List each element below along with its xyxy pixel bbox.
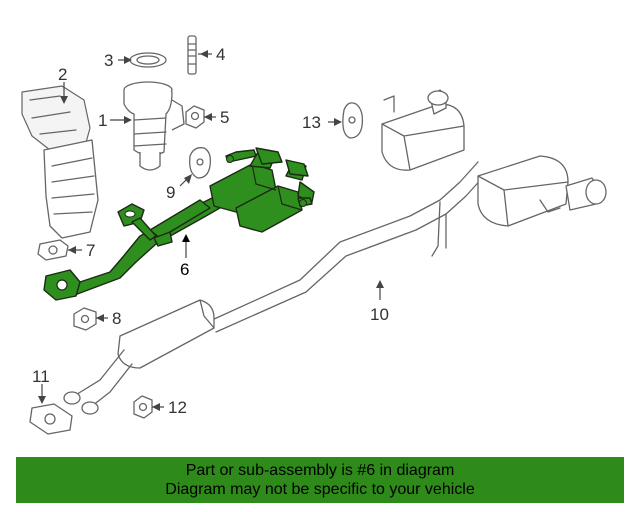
part-3-gasket (129, 52, 167, 68)
part-11-gasket (29, 403, 73, 435)
callout-10: 10 (370, 305, 389, 324)
part-6-front-pipe-highlighted (43, 147, 315, 301)
part-7-gasket (37, 239, 69, 261)
part-1-catalytic-converter (123, 81, 185, 171)
part-13-hanger (342, 102, 364, 139)
callout-11: 11 (32, 367, 50, 386)
part-5-nut (185, 105, 205, 129)
part-4-stud (187, 35, 197, 75)
callout-3: 3 (104, 51, 113, 70)
callout-2: 2 (58, 65, 67, 84)
part-2-manifold-converter (21, 85, 99, 239)
part-12-nut (133, 395, 153, 419)
callout-6: 6 (180, 260, 189, 279)
banner-part-line: Part or sub-assembly is #6 in diagram (185, 462, 455, 479)
callout-13: 13 (302, 113, 321, 132)
banner-disclaimer-line: Diagram may not be specific to your vehi… (165, 481, 475, 498)
part-8-nut (73, 307, 97, 331)
callout-8: 8 (112, 309, 121, 328)
exhaust-system-diagram: 2 1 3 4 5 9 13 6 7 8 10 11 12 (21, 35, 607, 435)
callout-4: 4 (216, 45, 225, 64)
part-10-rear-pipe-muffler (63, 89, 607, 415)
callout-1: 1 (98, 111, 107, 130)
part-9-hanger (189, 147, 212, 179)
callout-12: 12 (168, 398, 187, 417)
callout-labels: 2 1 3 4 5 9 13 6 7 8 10 11 12 (32, 45, 389, 417)
part-info-banner: Part or sub-assembly is #6 in diagram Di… (16, 457, 624, 503)
callout-5: 5 (220, 108, 229, 127)
callout-9: 9 (166, 183, 175, 202)
leader-lines (38, 50, 384, 411)
callout-7: 7 (86, 241, 95, 260)
